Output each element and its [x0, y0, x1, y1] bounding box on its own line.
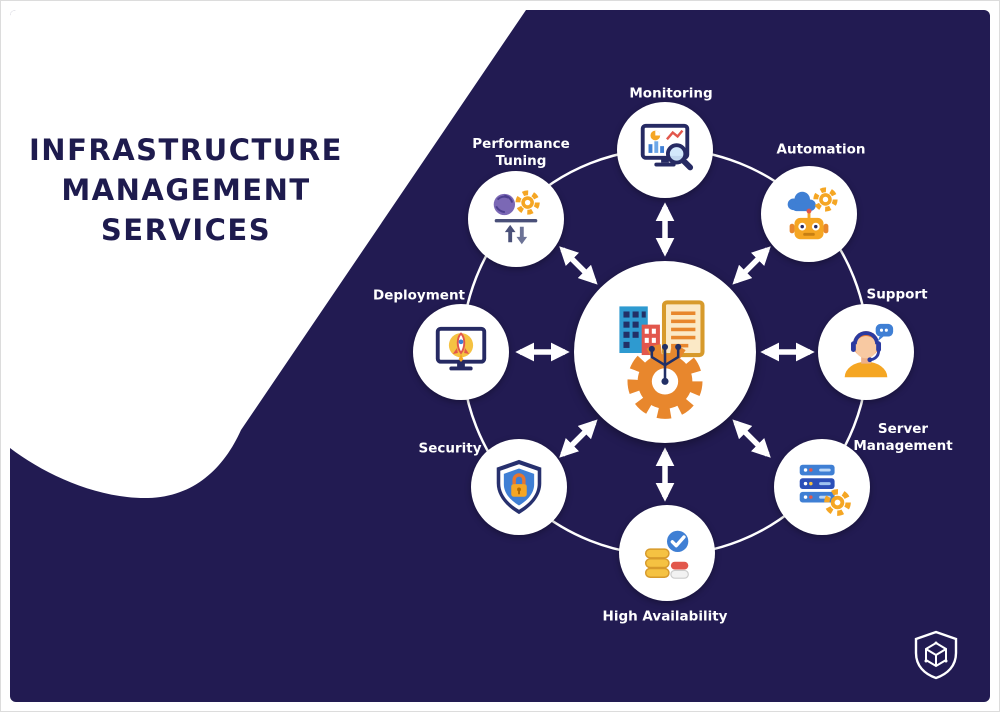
deployment-icon: [435, 326, 487, 371]
node-deployment: [413, 304, 509, 400]
label-automation: Automation: [776, 141, 866, 158]
title-wedge-shape: [10, 10, 526, 499]
node-monitoring: [617, 102, 713, 198]
node-automation: [761, 166, 857, 262]
hub-arrows: [515, 202, 815, 502]
label-support: Support: [866, 286, 928, 303]
automation-icon: [787, 187, 838, 240]
arrow-top-right: [732, 246, 771, 285]
node-server-management: [774, 439, 870, 535]
label-deployment: Deployment: [372, 287, 466, 304]
label-monitoring: Monitoring: [629, 85, 713, 102]
page-title: INFRASTRUCTURE MANAGEMENT SERVICES: [25, 130, 347, 250]
server-management-icon: [799, 464, 851, 516]
center-hub-node: [574, 261, 756, 443]
arrow-bottom-right: [732, 419, 771, 458]
security-icon: [496, 459, 542, 515]
node-support: [818, 304, 914, 400]
node-performance-tuning: [468, 171, 564, 267]
background-panel: INFRASTRUCTURE MANAGEMENT SERVICES: [10, 10, 990, 702]
node-security: [471, 439, 567, 535]
shield-cube-logo: [914, 630, 958, 680]
label-server-management: Server Management: [853, 421, 953, 454]
arrow-top-left: [559, 246, 598, 285]
label-security: Security: [418, 440, 482, 457]
high-availability-icon: [644, 530, 689, 579]
title-line-3: SERVICES: [100, 213, 272, 247]
infrastructure-hub-icon: [619, 300, 705, 419]
node-high-availability: [619, 505, 715, 601]
title-line-2: MANAGEMENT: [61, 173, 311, 207]
label-high-availability: High Availability: [602, 608, 728, 625]
label-performance-tuning: Performance Tuning: [472, 136, 570, 169]
support-icon: [844, 323, 894, 378]
performance-tuning-icon: [493, 190, 540, 245]
title-line-1: INFRASTRUCTURE: [29, 133, 343, 167]
arrow-bottom-left: [559, 419, 598, 458]
monitoring-icon: [640, 123, 694, 171]
